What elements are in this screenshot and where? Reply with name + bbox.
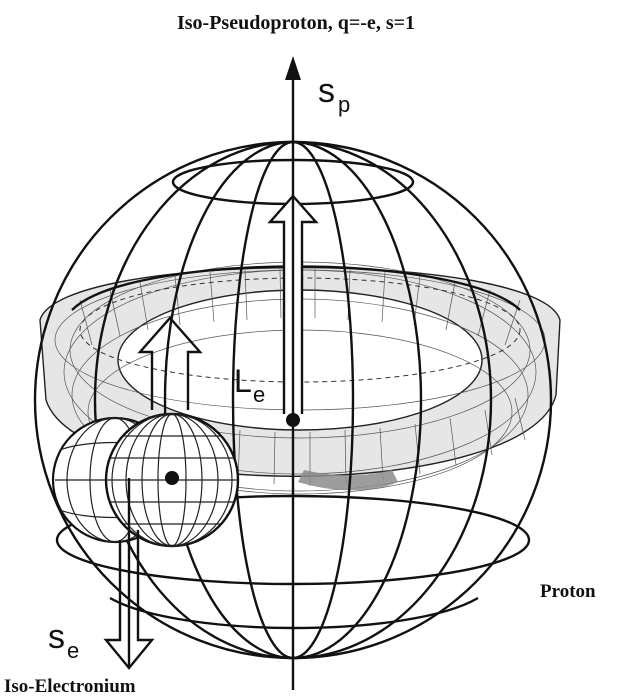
proton-label: Proton — [540, 581, 596, 602]
spin-electron-label: s e — [48, 618, 79, 663]
iso-electronium-label: Iso-Electronium — [4, 676, 136, 697]
spin-proton-label: s p — [318, 72, 350, 117]
spin-electron-subscript: e — [67, 638, 79, 663]
iso-electronium-front-sphere — [106, 414, 238, 546]
spin-proton-subscript: p — [338, 92, 350, 117]
diagram-title: Iso-Pseudoproton, q=-e, s=1 — [177, 12, 415, 34]
spin-electron-symbol: s — [48, 618, 65, 656]
proton-center-dot — [286, 413, 300, 427]
orbital-symbol: L — [234, 363, 252, 399]
spin-proton-symbol: s — [318, 72, 335, 110]
orbital-subscript: e — [253, 382, 265, 407]
electron-center-dot — [165, 471, 179, 485]
